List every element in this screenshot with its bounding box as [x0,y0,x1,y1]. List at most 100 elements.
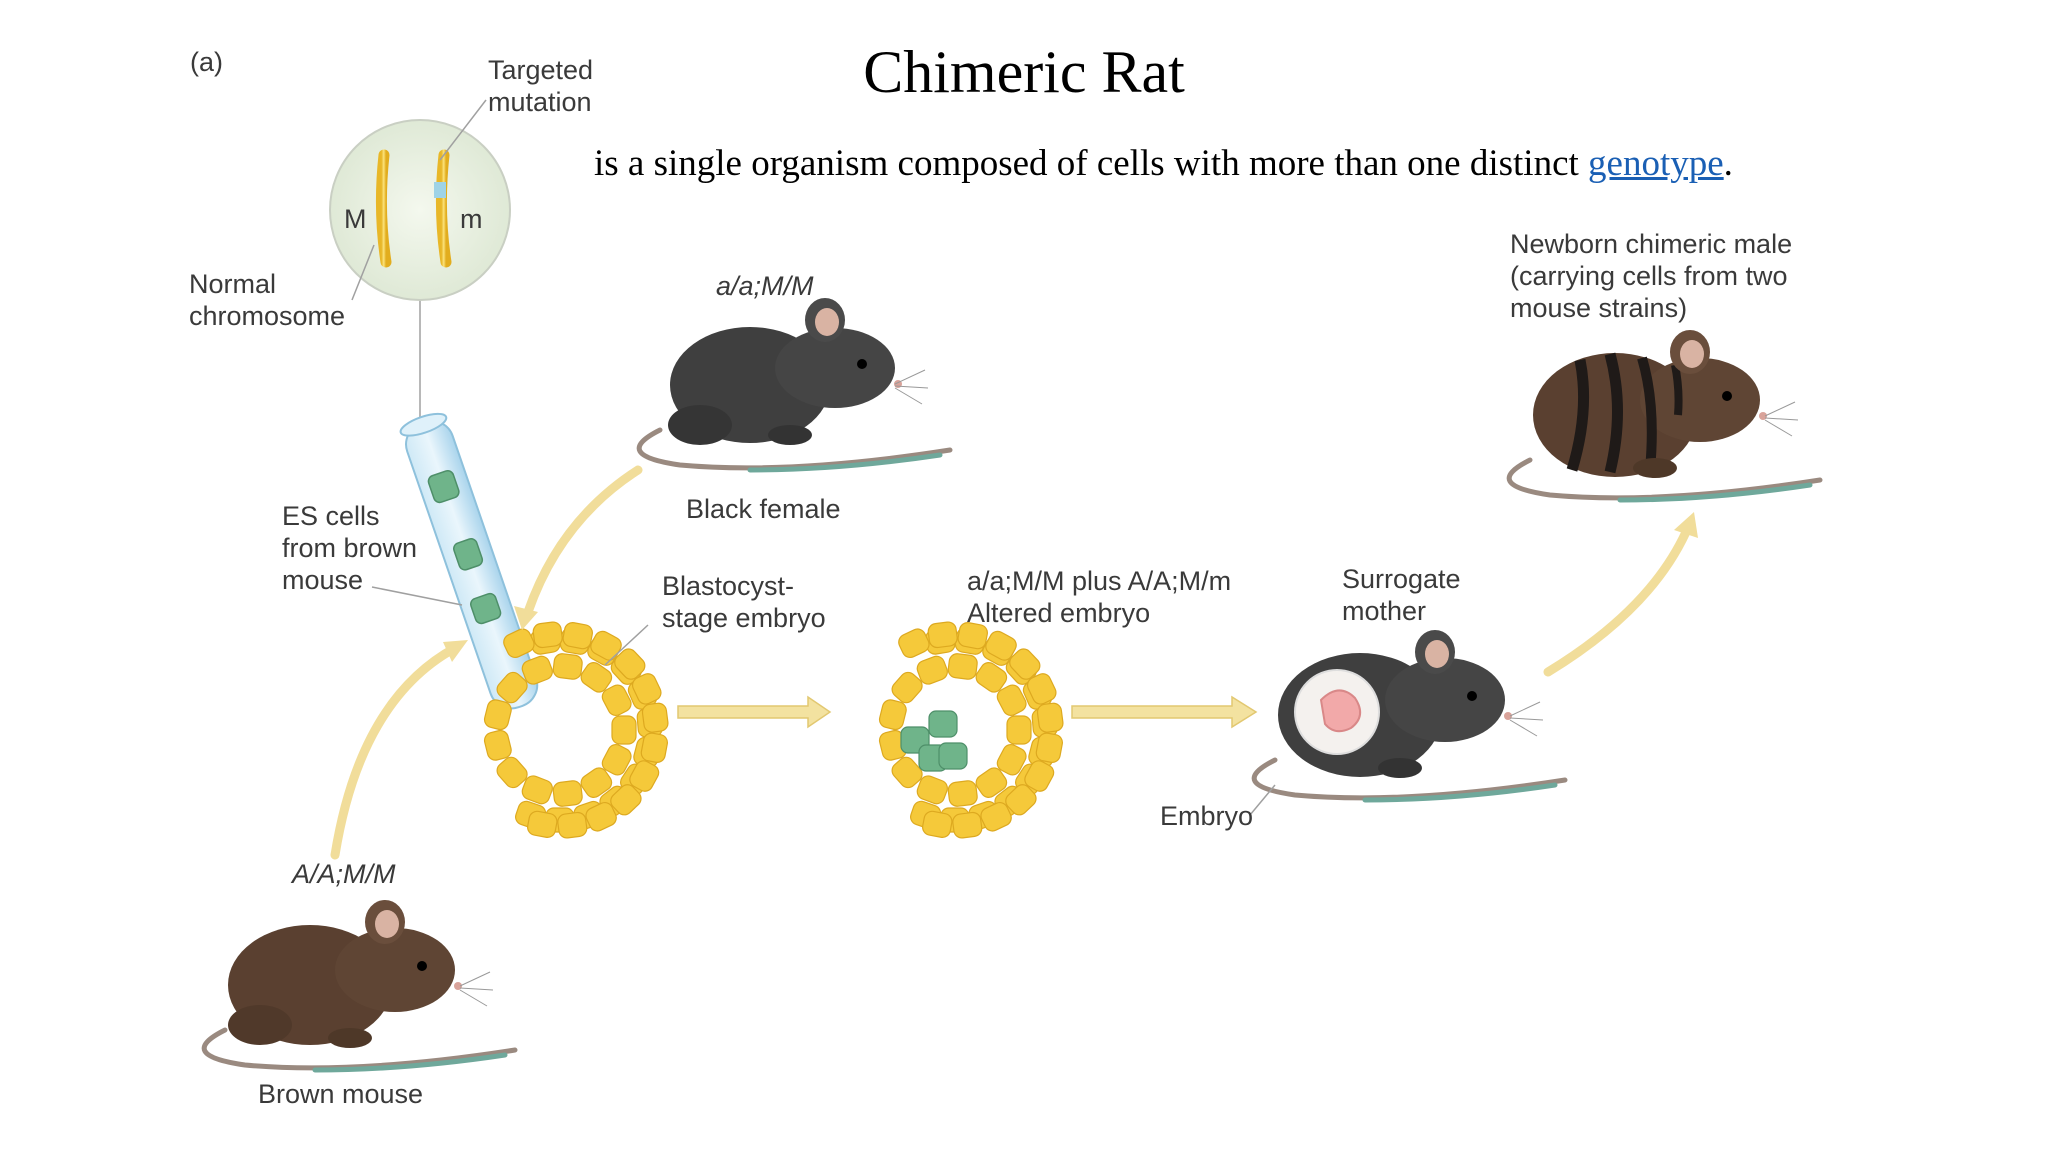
cell [601,684,632,717]
label-line: mother [1342,596,1427,626]
cell [552,653,583,680]
cell [483,729,512,761]
label-line: Normal [189,269,277,299]
cell [496,671,528,704]
cell [641,702,669,733]
es-cell [928,710,958,738]
cell [614,648,646,680]
cell [503,628,535,659]
cell [631,673,662,705]
surrogate-mother-label: Surrogate mother [1342,563,1461,627]
genotype-link[interactable]: genotype [1588,143,1724,184]
altered-embryo-label: a/a;M/M plus A/A;M/m Altered embryo [967,565,1231,629]
cell [521,655,553,685]
cell [585,801,617,832]
brown-mouse-icon [201,900,518,1073]
cell [947,780,978,807]
cell [1024,760,1055,792]
chromosome-circle [329,99,511,425]
cell [580,767,613,798]
label-line: mouse [282,565,364,595]
cell [629,760,660,792]
cell [527,810,558,838]
arrow-icon [1071,695,1258,729]
cell [1005,784,1037,816]
cell [601,743,632,776]
subtitle-text: is a single organism composed of cells w… [594,143,1589,184]
brown-mouse-label: Brown mouse [258,1079,424,1109]
label-line: ES cells [282,501,380,531]
arrow-icon [514,606,538,630]
chimeric-male-mouse-icon [1506,330,1823,503]
cell [891,671,923,704]
cell [916,775,948,805]
cell [521,775,553,805]
cell [611,715,637,745]
altered-genotype: a/a;M/M plus A/A;M/m [967,566,1232,596]
label-line: from brown [282,533,418,563]
cell [952,811,983,839]
arrow-icon [1543,527,1691,677]
cell [580,662,613,693]
arrow-icon [443,640,468,662]
newborn-chimeric-label: Newborn chimeric male (carrying cells fr… [1510,228,1792,324]
cell [878,699,907,731]
surrogate-mother-mouse-icon [1249,630,1568,816]
arrow-icon [677,695,832,729]
mutated-chromosome-icon [434,149,452,268]
cell [610,784,642,816]
cell [532,621,563,649]
cell [916,655,948,685]
blastocyst-embryo-icon [483,621,669,839]
normal-chromosome-icon [375,149,392,268]
label-line: stage embryo [662,603,826,633]
label-line: Newborn chimeric male [1510,229,1793,259]
brown-mouse-genotype: A/A;M/M [292,859,396,889]
chromosome-M-label: M [344,204,367,234]
label-line: Blastocyst- [662,571,795,601]
cell [552,780,583,807]
black-female-label: Black female [686,494,841,524]
cell [922,810,953,838]
arrow-icon [330,643,460,860]
cell [980,801,1012,832]
cell [1036,702,1064,733]
cell [996,743,1027,776]
cell [1009,648,1041,680]
subtitle-period: . [1723,143,1733,184]
cell [891,756,923,789]
panel-label: (a) [190,47,223,77]
black-female-genotype: a/a;M/M [716,271,814,301]
cell [557,811,588,839]
slide-title: Chimeric Rat [863,39,1185,105]
chromosome-m-label: m [460,204,483,234]
cell [947,653,978,680]
cell [898,628,930,659]
es-cells-label: ES cells from brown mouse [282,500,417,596]
label-line: Altered embryo [967,598,1151,628]
slide-subtitle: is a single organism composed of cells w… [594,142,1733,185]
label-line: Targeted [488,55,594,85]
cell [1026,673,1057,705]
cell [975,662,1008,693]
cell [640,732,668,763]
cell [996,684,1027,717]
cell [1006,715,1032,745]
cell [957,622,988,650]
arrow-icon [523,465,643,617]
cell [985,630,1017,661]
label-line: mouse strains) [1510,293,1688,323]
blastocyst-label: Blastocyst- stage embryo [662,570,826,634]
label-line: Surrogate [1342,564,1461,594]
cell [483,699,512,731]
targeted-mutation-label: Targeted mutation [488,54,593,118]
cell [496,756,528,789]
arrow-icon [1674,512,1698,538]
cell [1035,732,1063,763]
embryo-label: Embryo [1160,801,1254,831]
normal-chromosome-label: Normal chromosome [189,268,345,332]
altered-embryo-icon [878,621,1064,839]
cell [562,622,593,650]
